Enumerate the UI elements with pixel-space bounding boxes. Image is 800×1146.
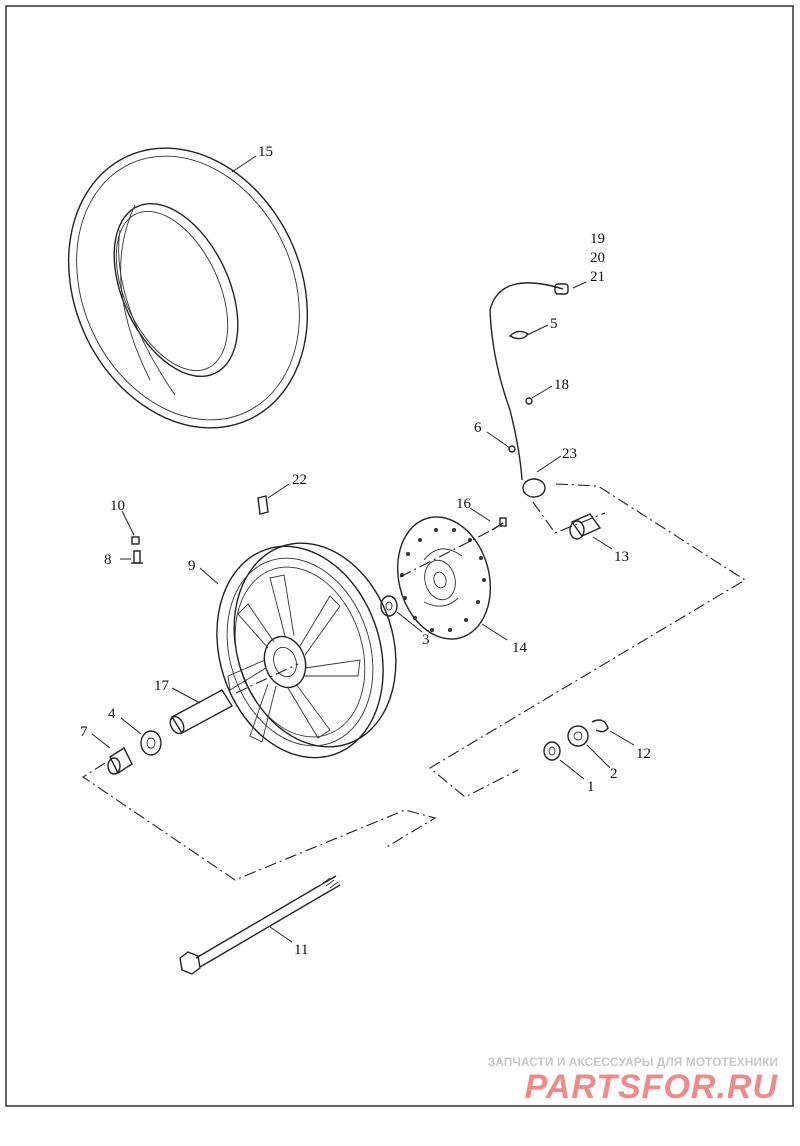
- callout-13: 13: [614, 549, 629, 565]
- tire: [67, 147, 309, 429]
- spacer-7: [107, 746, 133, 775]
- callout-3: 3: [422, 632, 430, 648]
- spacer-sleeve: [169, 689, 233, 735]
- assembly-lines: [81, 483, 747, 881]
- bearing-4: [140, 730, 162, 756]
- callout-6: 6: [474, 420, 482, 436]
- brake-disc: [396, 516, 492, 640]
- leader-lines: [91, 155, 635, 943]
- washer-1: [543, 741, 561, 761]
- axle: [179, 875, 341, 975]
- washer-2: [567, 725, 589, 747]
- callout-22: 22: [292, 472, 307, 488]
- callout-12: 12: [636, 746, 651, 762]
- callout-18: 18: [554, 377, 569, 393]
- key-22: [257, 495, 269, 515]
- callout-10: 10: [110, 498, 125, 514]
- callout-14: 14: [512, 640, 528, 656]
- spacer-13: [569, 513, 602, 540]
- callout-15: 15: [258, 144, 273, 160]
- callout-labels: 15 19 20 21 5 18 6 23 22 10 16 8 13 9 3 …: [80, 144, 651, 958]
- clip-12: [591, 719, 609, 733]
- callout-5: 5: [550, 316, 558, 332]
- callout-19: 19: [590, 231, 605, 247]
- callout-17: 17: [154, 678, 170, 694]
- callout-7: 7: [80, 724, 88, 740]
- callout-20: 20: [590, 250, 605, 266]
- bearing-3: [380, 595, 398, 617]
- callout-11: 11: [294, 942, 308, 958]
- callout-2: 2: [610, 766, 618, 782]
- watermark: ЗАПЧАСТИ И АКСЕССУАРЫ ДЛЯ МОТОТЕХНИКИ PA…: [488, 1055, 779, 1106]
- callout-16: 16: [456, 496, 472, 512]
- valve-8: [131, 550, 143, 564]
- diagram-frame: [5, 5, 794, 1107]
- callout-1: 1: [587, 779, 595, 795]
- callout-8: 8: [104, 552, 112, 568]
- bolt-16: [491, 517, 507, 531]
- wheel: [216, 542, 397, 759]
- callout-4: 4: [108, 706, 116, 722]
- watermark-tagline: ЗАПЧАСТИ И АКСЕССУАРЫ ДЛЯ МОТОТЕХНИКИ: [488, 1055, 778, 1069]
- callout-21: 21: [590, 269, 605, 285]
- watermark-brand: PARTSFOR.RU: [525, 1068, 779, 1106]
- callout-9: 9: [188, 558, 196, 574]
- valve-cap-10: [131, 536, 140, 545]
- callout-23: 23: [562, 446, 577, 462]
